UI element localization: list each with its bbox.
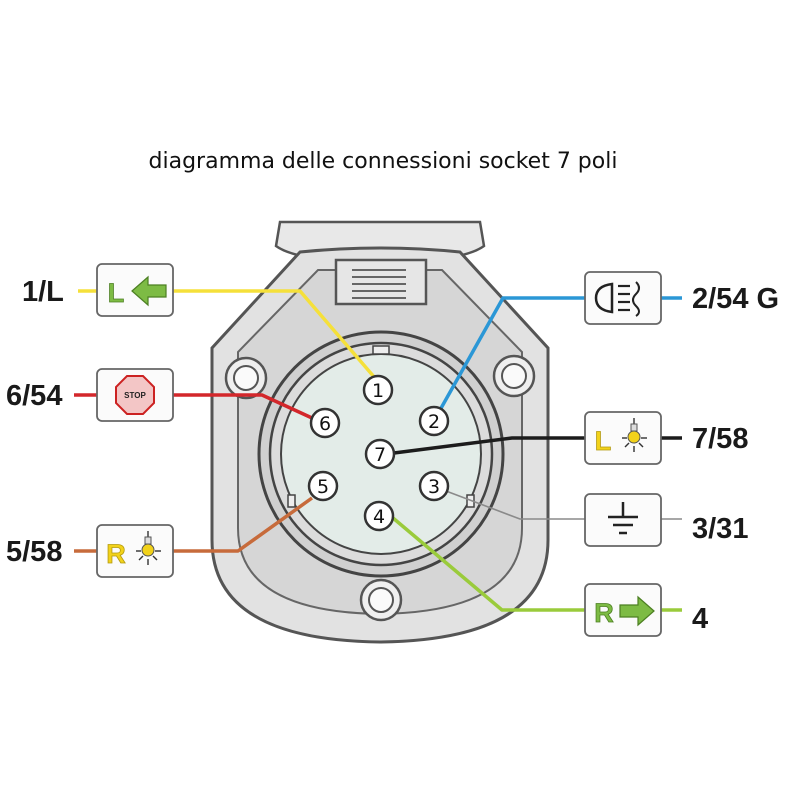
- pin-5: 5: [307, 470, 339, 502]
- left-turn-signal-icon: L: [96, 263, 174, 317]
- terminal-label-4: 4: [692, 603, 708, 635]
- diagram-title: diagramma delle connessioni socket 7 pol…: [149, 149, 618, 174]
- right-tail-light-icon: R: [96, 524, 174, 578]
- mounting-hole-right: [492, 354, 536, 398]
- socket-side-notch-left: [287, 494, 296, 508]
- terminal-label-7: 7/58: [692, 423, 748, 455]
- wire-2: [438, 296, 586, 411]
- wire-1: [172, 289, 377, 380]
- left-arrow-icon: [131, 275, 167, 307]
- stop-text: STOP: [124, 391, 146, 400]
- pin-3-label: 3: [428, 476, 440, 498]
- pin-4: 4: [363, 500, 395, 532]
- left-tail-letter: L: [595, 426, 612, 456]
- socket-body: [210, 220, 550, 644]
- pin-6-label: 6: [319, 413, 331, 435]
- ground-icon: [584, 493, 662, 547]
- pin-1-label: 1: [372, 380, 384, 402]
- terminal-label-2: 2/54 G: [692, 283, 779, 315]
- right-tail-letter: R: [106, 539, 126, 569]
- light-rays-icon: [622, 418, 647, 452]
- right-turn-letter: R: [594, 598, 614, 628]
- terminal-label-5: 5/58: [6, 536, 62, 568]
- mounting-hole-bottom: [359, 578, 403, 622]
- terminal-label-6: 6/54: [6, 380, 62, 412]
- pin-7: 7: [364, 438, 396, 470]
- terminal-label-3: 3/31: [692, 513, 748, 545]
- wire-7: [393, 436, 586, 455]
- pin-4-label: 4: [373, 506, 385, 528]
- terminal-label-1: 1/L: [22, 276, 64, 308]
- left-turn-letter: L: [108, 278, 125, 308]
- stop-brake-light-icon: STOP: [96, 368, 174, 422]
- wire-6: [172, 393, 313, 420]
- wire-3: [445, 490, 586, 520]
- pin-2: 2: [418, 405, 450, 437]
- pin-6: 6: [309, 407, 341, 439]
- pin-1: 1: [362, 374, 394, 406]
- left-tail-light-icon: L: [584, 411, 662, 465]
- right-turn-signal-icon: R: [584, 583, 662, 637]
- wire-4: [391, 516, 586, 612]
- light-rays-icon: [136, 531, 161, 565]
- right-arrow-icon: [619, 595, 655, 627]
- mounting-hole-left: [224, 356, 268, 400]
- pin-3: 3: [418, 470, 450, 502]
- socket-key-notch: [372, 345, 390, 355]
- latch-ridges: [352, 269, 406, 299]
- socket-latch: [334, 258, 428, 306]
- wire-5: [172, 496, 314, 553]
- pin-5-label: 5: [317, 476, 329, 498]
- rear-fog-light-icon: [584, 271, 662, 325]
- pins: 1 2 3 4 5 6 7: [307, 374, 450, 532]
- pin-7-label: 7: [374, 444, 386, 466]
- pin-2-label: 2: [428, 411, 440, 433]
